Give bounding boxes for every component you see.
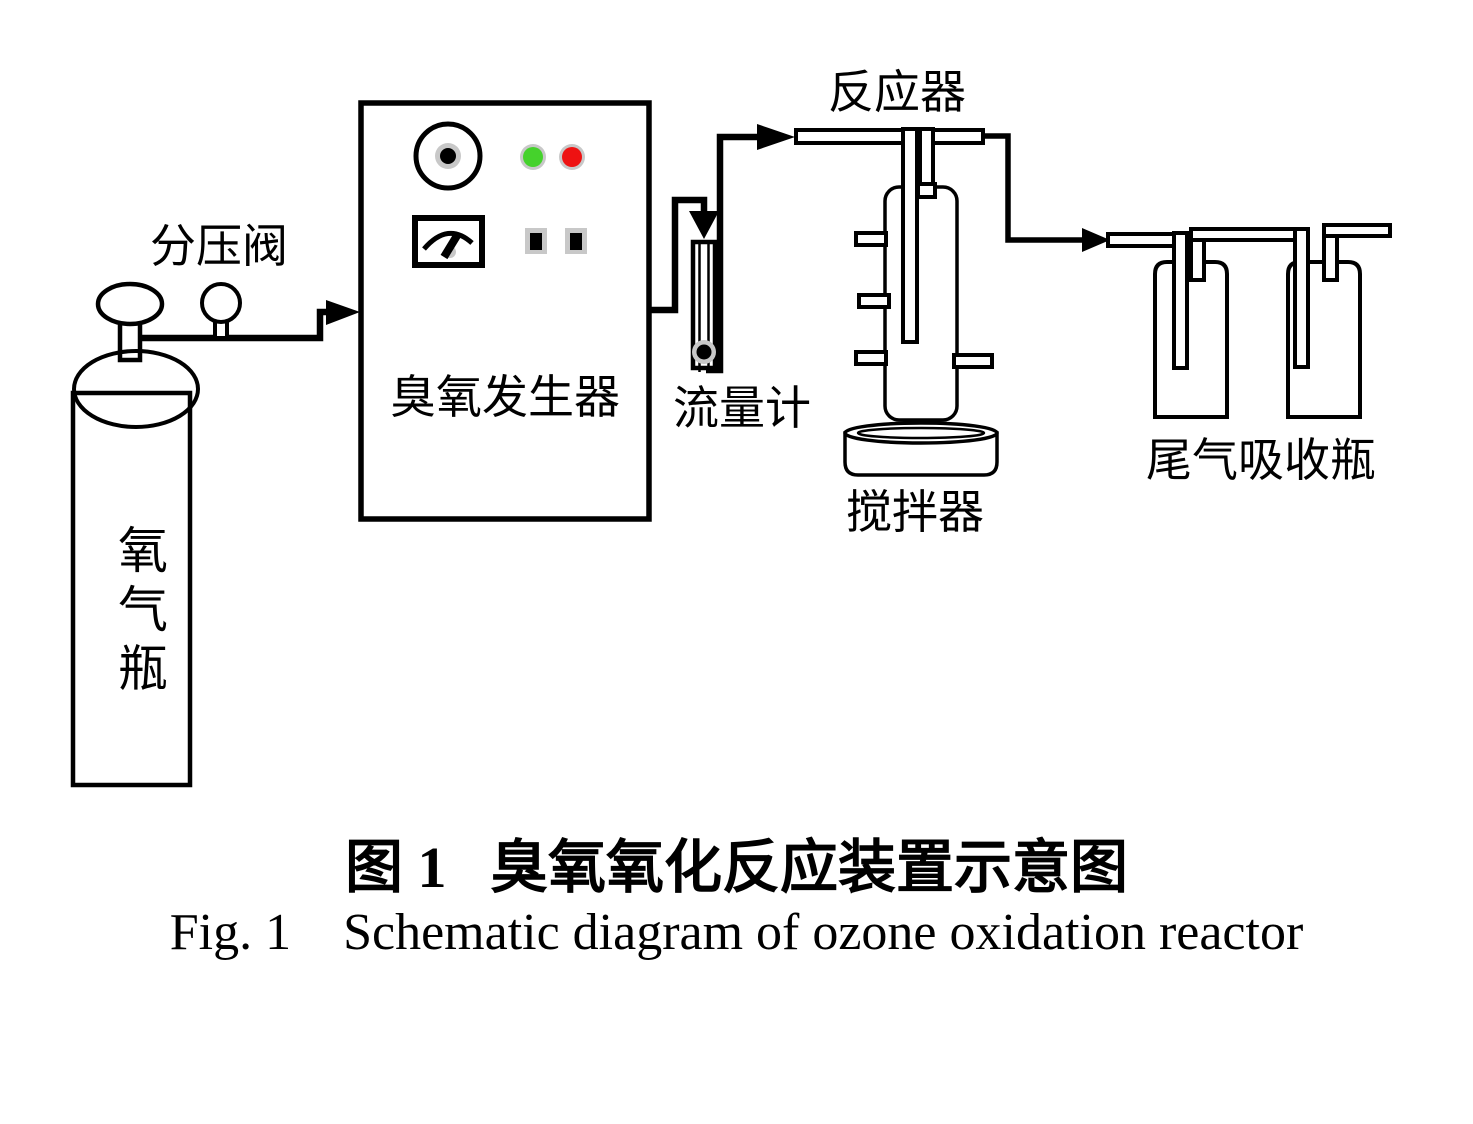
stirrer-body xyxy=(843,431,999,477)
exhaust-pipe xyxy=(1322,223,1392,238)
arrow-right-icon xyxy=(326,300,360,325)
switch-1-icon xyxy=(530,233,542,250)
figure-caption-english: Fig. 1 Schematic diagram of ozone oxidat… xyxy=(169,904,1304,961)
flowmeter-assembly xyxy=(647,124,795,374)
reactor-port-left-1 xyxy=(854,231,888,247)
regulator-dial xyxy=(200,282,242,324)
reactor-assembly xyxy=(794,127,1110,422)
generator-outlet-pipe xyxy=(647,196,708,314)
reactor-port-left-3 xyxy=(854,350,888,366)
bottle-connect-pipe xyxy=(1189,227,1310,242)
generator-cabinet xyxy=(358,100,652,522)
cylinder-body xyxy=(70,390,193,788)
meter-arc xyxy=(422,231,474,251)
figure-caption-chinese: 图 1 臭氧氧化反应装置示意图 xyxy=(344,835,1128,900)
short-tube-cap xyxy=(916,182,937,199)
label-oxygen-cylinder: 氧气瓶 xyxy=(111,524,167,701)
meter-needle xyxy=(440,231,462,260)
reactor-vessel xyxy=(883,185,959,422)
reactor-inlet-pipe xyxy=(794,128,985,145)
arrow-right-icon xyxy=(1082,228,1110,252)
reactor-inlet-tube-short xyxy=(918,127,935,189)
reactor-port-right xyxy=(952,353,994,369)
label-flow-meter: 流量计 xyxy=(673,383,811,434)
label-stirrer: 搅拌器 xyxy=(846,487,984,538)
supply-pipe-assembly xyxy=(138,282,360,342)
absorption-bottles xyxy=(1106,223,1392,419)
label-reactor: 反应器 xyxy=(828,67,966,118)
absorption-bottle-1 xyxy=(1153,260,1229,419)
stirrer xyxy=(843,421,999,477)
oxygen-cylinder xyxy=(70,281,200,788)
arrow-down-icon xyxy=(689,211,719,239)
label-pressure-valve: 分压阀 xyxy=(150,221,288,272)
stirrer-top-rim-inner xyxy=(856,426,986,440)
ozone-generator xyxy=(358,100,652,522)
flow-meter-float xyxy=(696,344,712,360)
green-indicator-light-icon xyxy=(523,147,543,167)
stirrer-top-rim xyxy=(843,421,999,445)
bottle1-inlet-tube xyxy=(1172,231,1189,370)
reactor-inlet-tube-long xyxy=(901,127,919,344)
red-indicator-light-icon xyxy=(562,147,582,167)
label-ozone-generator: 臭氧发生器 xyxy=(390,372,620,423)
cylinder-valve-knob xyxy=(95,281,165,327)
switch-2-icon xyxy=(570,233,582,250)
reactor-outlet-line xyxy=(981,133,1084,243)
knob-center-dot xyxy=(440,148,456,164)
label-tail-gas-bottles: 尾气吸收瓶 xyxy=(1146,435,1376,486)
arrow-right-icon xyxy=(757,124,795,150)
bottle2-inlet-tube xyxy=(1293,227,1310,369)
cylinder-dome xyxy=(72,349,200,429)
reactor-port-left-2 xyxy=(857,293,891,309)
flowmeter-outlet-pipe xyxy=(706,133,759,374)
